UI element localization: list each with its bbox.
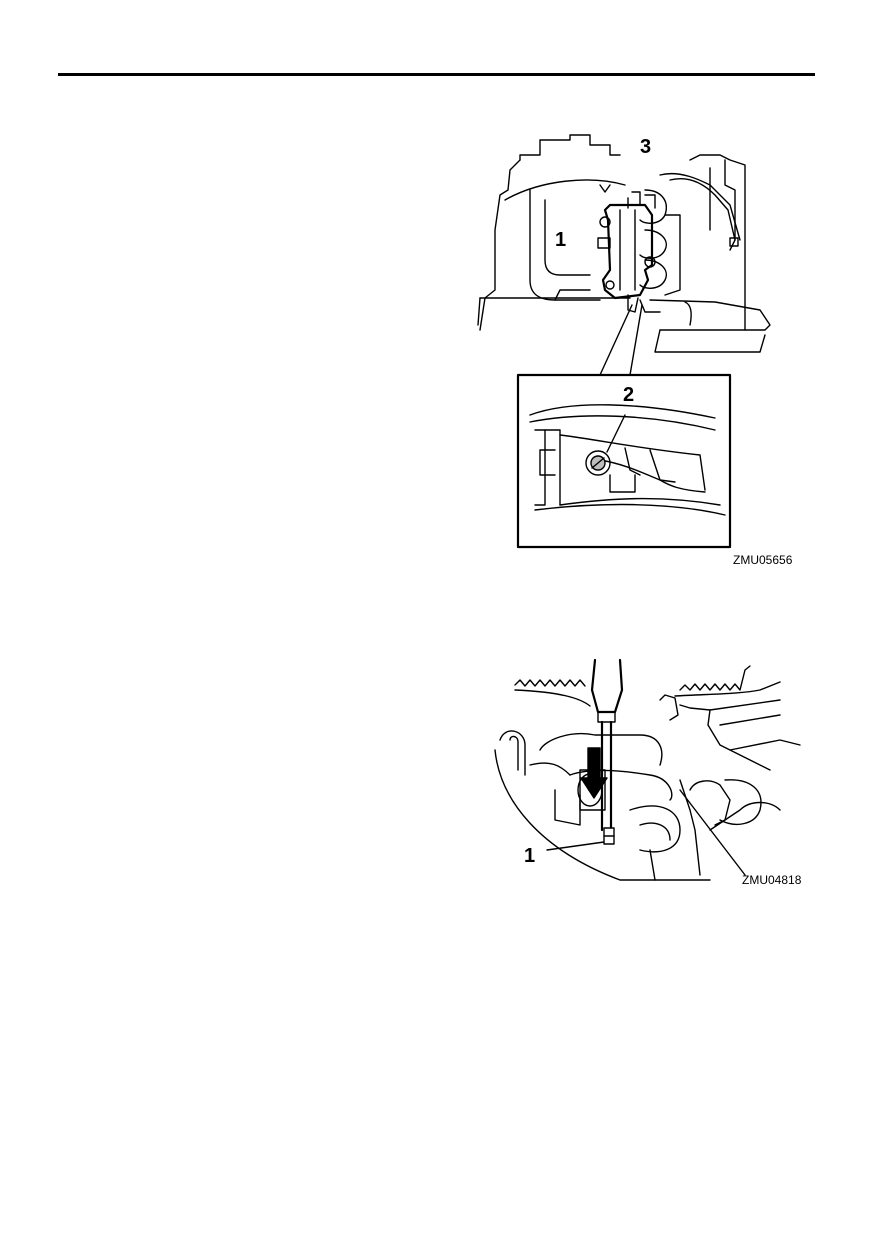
callout-1: 1 [524,845,536,867]
engine-illustration-2 [494,658,801,881]
callout-1: 1 [555,229,567,251]
callout-2: 2 [623,384,635,406]
engine-illustration-1 [477,134,771,549]
figure-drain-screw-illustration: 1 ZMU04818 [480,650,820,895]
header-rule [58,73,815,76]
callout-3: 3 [640,136,652,158]
figure-code: ZMU05656 [733,553,793,567]
figure-code: ZMU04818 [742,873,802,887]
figure-fuel-filter-illustration: 3 1 2 ZMU05656 [460,130,820,575]
